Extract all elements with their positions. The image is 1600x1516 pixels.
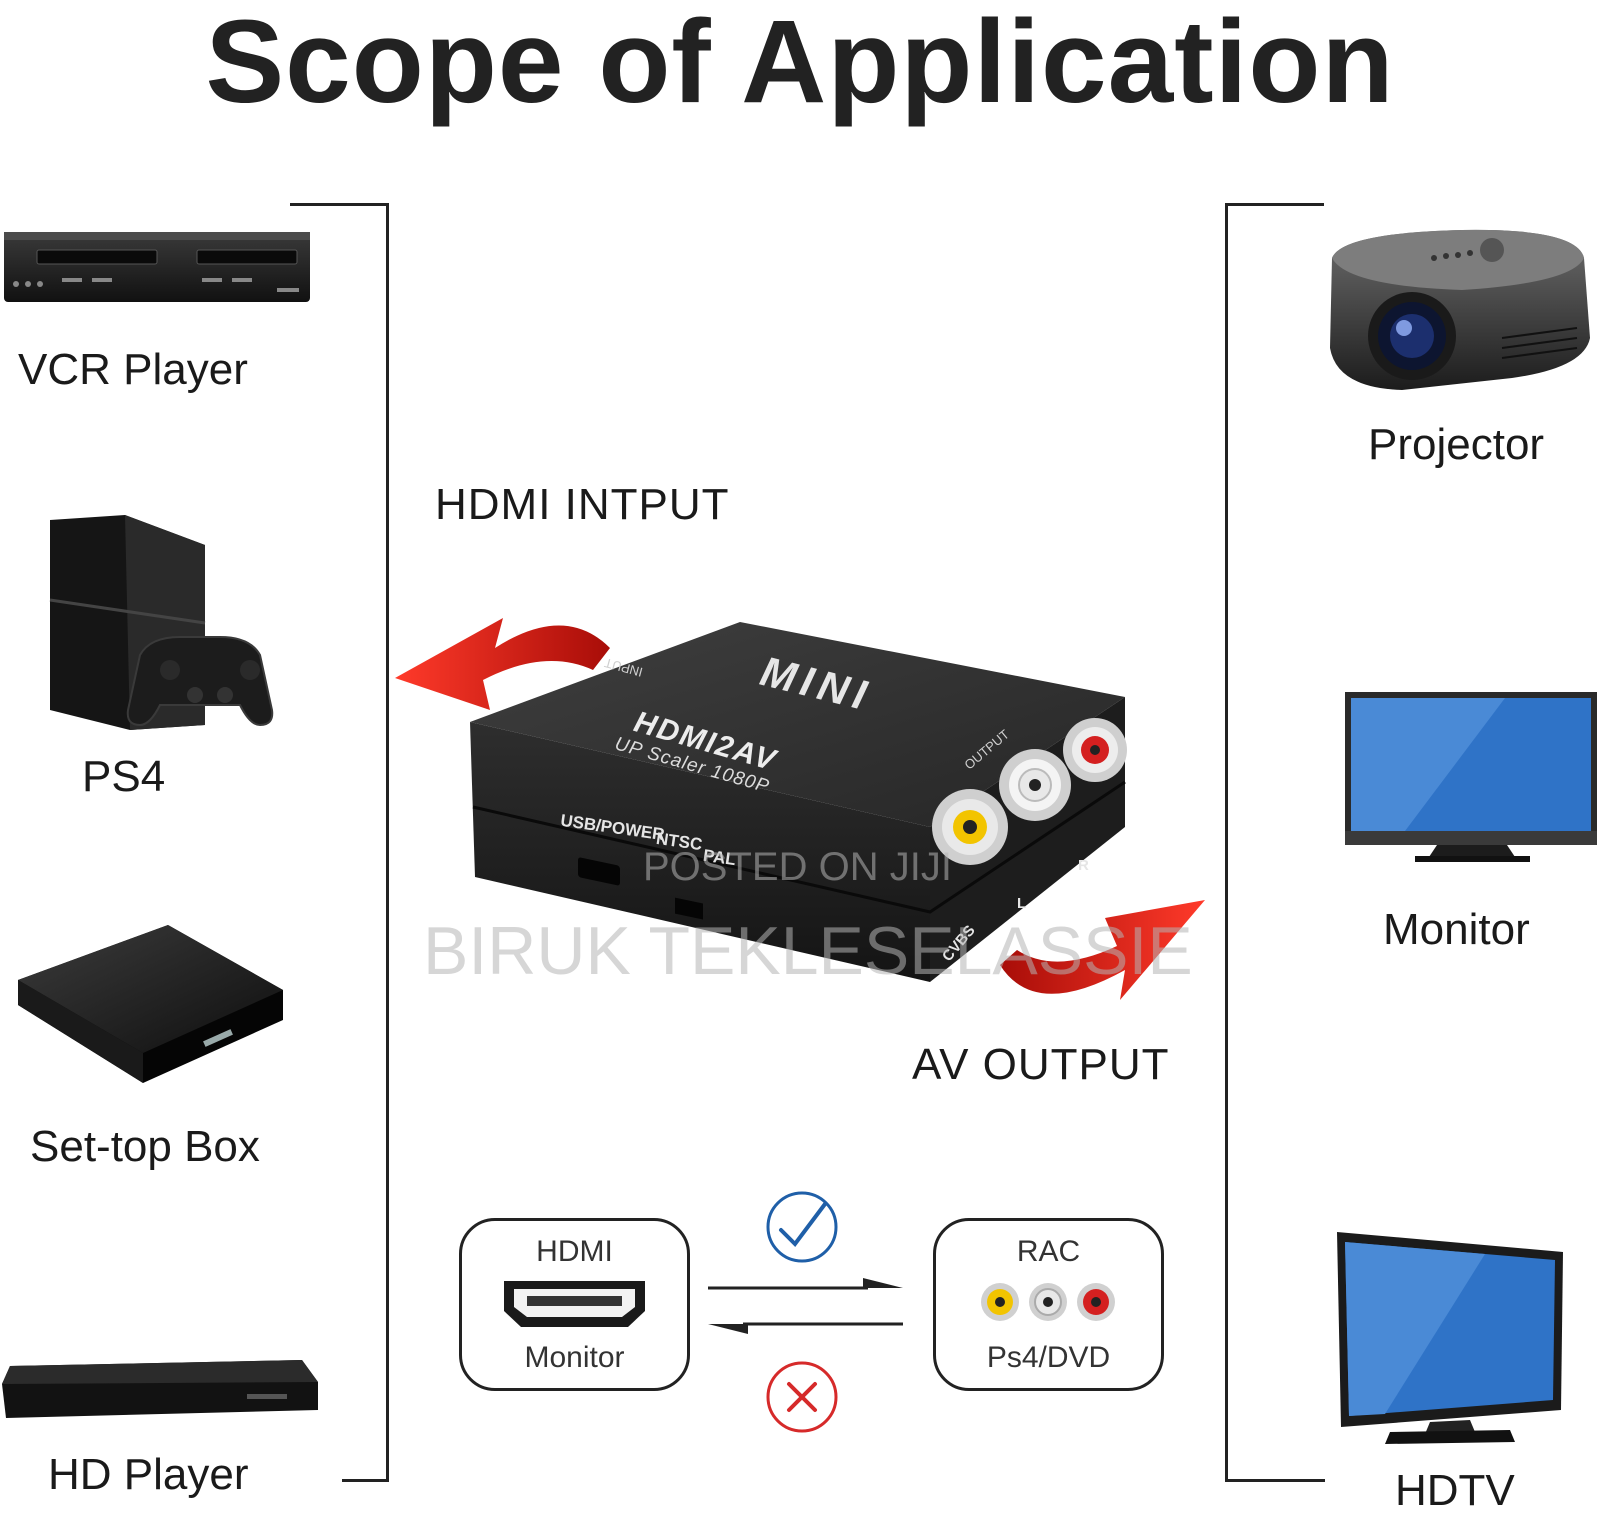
projector-icon	[1330, 229, 1590, 390]
device-label-hdplayer: HD Player	[48, 1450, 249, 1499]
right-bracket	[1225, 203, 1324, 1482]
rca-target-caption: Ps4/DVD	[986, 1341, 1111, 1374]
device-label-vcr: VCR Player	[18, 345, 248, 394]
left-bracket-bottom	[342, 1479, 389, 1482]
cross-icon	[766, 1361, 838, 1433]
check-icon	[766, 1191, 838, 1263]
device-label-projector: Projector	[1368, 420, 1545, 469]
converter-rca-r: R	[1078, 857, 1089, 874]
forward-arrow-icon	[708, 1278, 903, 1290]
watermark-line2: BIRUK TEKLESELASSIE	[423, 913, 1193, 989]
watermark-line1: POSTED ON JIJI	[643, 845, 952, 889]
page-title: Scope of Application	[205, 0, 1395, 128]
ps4-console-icon	[49, 515, 274, 730]
device-label-monitor: Monitor	[1383, 905, 1530, 954]
rca-jacks-icon	[981, 1283, 1115, 1321]
device-label-ps4: PS4	[82, 752, 166, 801]
hdmi-source-card: HDMI Monitor	[459, 1218, 690, 1391]
hdmi2av-converter-box	[470, 622, 1127, 982]
hdmi-connector-icon	[504, 1281, 645, 1327]
hdmi-source-caption: Monitor	[524, 1341, 625, 1374]
device-label-settop: Set-top Box	[30, 1122, 260, 1171]
hdmi-source-title: HDMI	[536, 1235, 613, 1268]
device-label-hdtv: HDTV	[1395, 1466, 1515, 1515]
output-arrow-icon	[1000, 900, 1205, 1000]
left-bracket	[290, 203, 389, 1482]
rca-target-card: RAC Ps4/DVD	[933, 1218, 1164, 1391]
converter-rca-l: L	[1017, 895, 1027, 912]
right-bracket-bottom	[1225, 1479, 1325, 1482]
vcr-player-icon	[4, 232, 310, 302]
hdmi-input-label: HDMI INTPUT	[435, 480, 730, 529]
hdtv-icon	[1337, 1232, 1563, 1444]
monitor-icon	[1345, 692, 1597, 862]
backward-arrow-icon	[708, 1322, 903, 1334]
rca-target-title: RAC	[1016, 1235, 1081, 1268]
set-top-box-icon	[18, 925, 283, 1083]
av-output-label: AV OUTPUT	[912, 1040, 1170, 1089]
hd-player-icon	[2, 1360, 318, 1418]
input-arrow-icon	[395, 618, 610, 710]
